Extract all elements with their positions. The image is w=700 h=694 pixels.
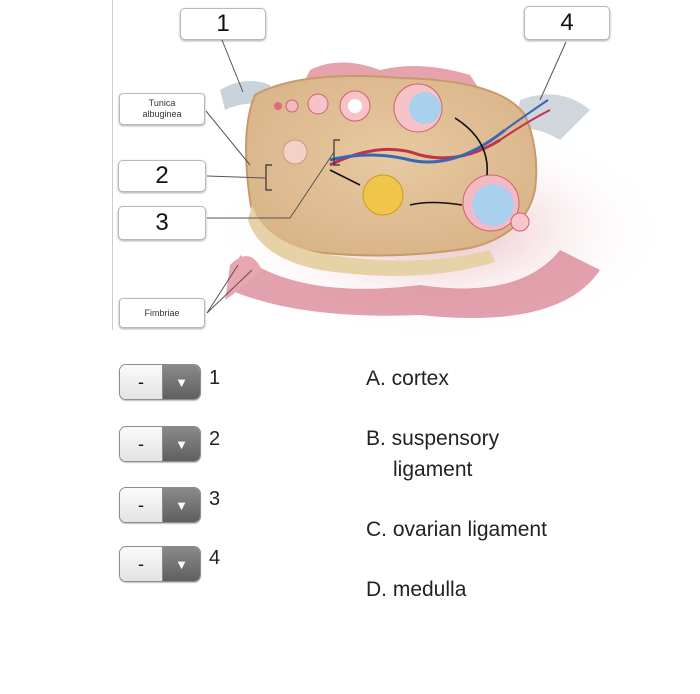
follicle-4-antrum	[348, 99, 362, 113]
mature-follicle-antrum	[472, 184, 514, 226]
follicle-2	[285, 99, 299, 113]
dropdown-3-value: -	[120, 488, 163, 522]
leader-tunica	[205, 110, 251, 166]
leader-1	[221, 39, 244, 93]
vessel-blue-extension	[504, 99, 549, 131]
answer-c: C. ovarian ligament	[366, 518, 547, 541]
dropdown-2-value: -	[120, 427, 163, 461]
dropdown-1-value: -	[120, 365, 163, 399]
blood-vessel-red	[329, 138, 501, 167]
dropdown-2[interactable]: - ▼	[119, 426, 201, 462]
answer-b-line1: B. suspensory	[366, 427, 500, 450]
label-box-4[interactable]: 4	[524, 6, 610, 40]
triangle-down-icon[interactable]: ▼	[163, 427, 200, 461]
corpus-luteum	[362, 174, 404, 216]
dropdown-3-number: 3	[209, 488, 221, 510]
cycle-arrow-1	[454, 117, 488, 176]
triangle-down-icon[interactable]: ▼	[163, 488, 200, 522]
triangle-down-icon[interactable]: ▼	[163, 547, 200, 581]
corpus-albicans	[282, 139, 308, 165]
cycle-arrow-3	[329, 169, 361, 186]
answer-d: D. medulla	[366, 578, 467, 601]
dropdown-2-number: 2	[209, 428, 221, 450]
label-box-1[interactable]: 1	[180, 8, 266, 40]
ovulated-oocyte	[510, 212, 530, 232]
dropdown-4-value: -	[120, 547, 163, 581]
tube-fimbriae	[230, 250, 600, 318]
dropdown-4-number: 4	[209, 547, 221, 569]
tunica-label-line1: Tunica	[148, 98, 176, 108]
dropdown-4[interactable]: - ▼	[119, 546, 201, 582]
answer-a: A. cortex	[366, 367, 449, 390]
leader-fimbriae-b	[206, 269, 253, 314]
divider-line	[112, 0, 113, 330]
dropdown-1[interactable]: - ▼	[119, 364, 201, 400]
leader-3b	[289, 151, 335, 219]
vessel-red-extension	[499, 109, 551, 141]
leader-4	[539, 41, 567, 101]
label-box-2[interactable]: 2	[118, 160, 206, 192]
follicle-3	[307, 93, 329, 115]
answer-b-line2: ligament	[393, 458, 473, 481]
ovary-illustration	[205, 39, 670, 340]
leader-2	[206, 175, 267, 179]
cycle-arrow-2	[409, 201, 463, 206]
dropdown-1-number: 1	[209, 367, 221, 389]
leader-fimbriae-a	[206, 264, 239, 314]
ovary-diagram: 1 4 2 3 Tunica albuginea Fimbriae	[0, 0, 700, 340]
ovary-cut-edge	[248, 205, 495, 276]
fimbriae-label: Fimbriae	[119, 298, 205, 328]
label-box-3[interactable]: 3	[118, 206, 206, 240]
tunica-albuginea-label: Tunica albuginea	[119, 93, 205, 125]
follicle-1	[274, 102, 282, 110]
tunica-label-line2: albuginea	[142, 109, 182, 119]
blood-vessel-blue	[329, 128, 506, 164]
follicle-5-antrum	[409, 92, 441, 124]
triangle-down-icon[interactable]: ▼	[163, 365, 200, 399]
ligament-right-shape	[515, 94, 590, 140]
dropdown-3[interactable]: - ▼	[119, 487, 201, 523]
